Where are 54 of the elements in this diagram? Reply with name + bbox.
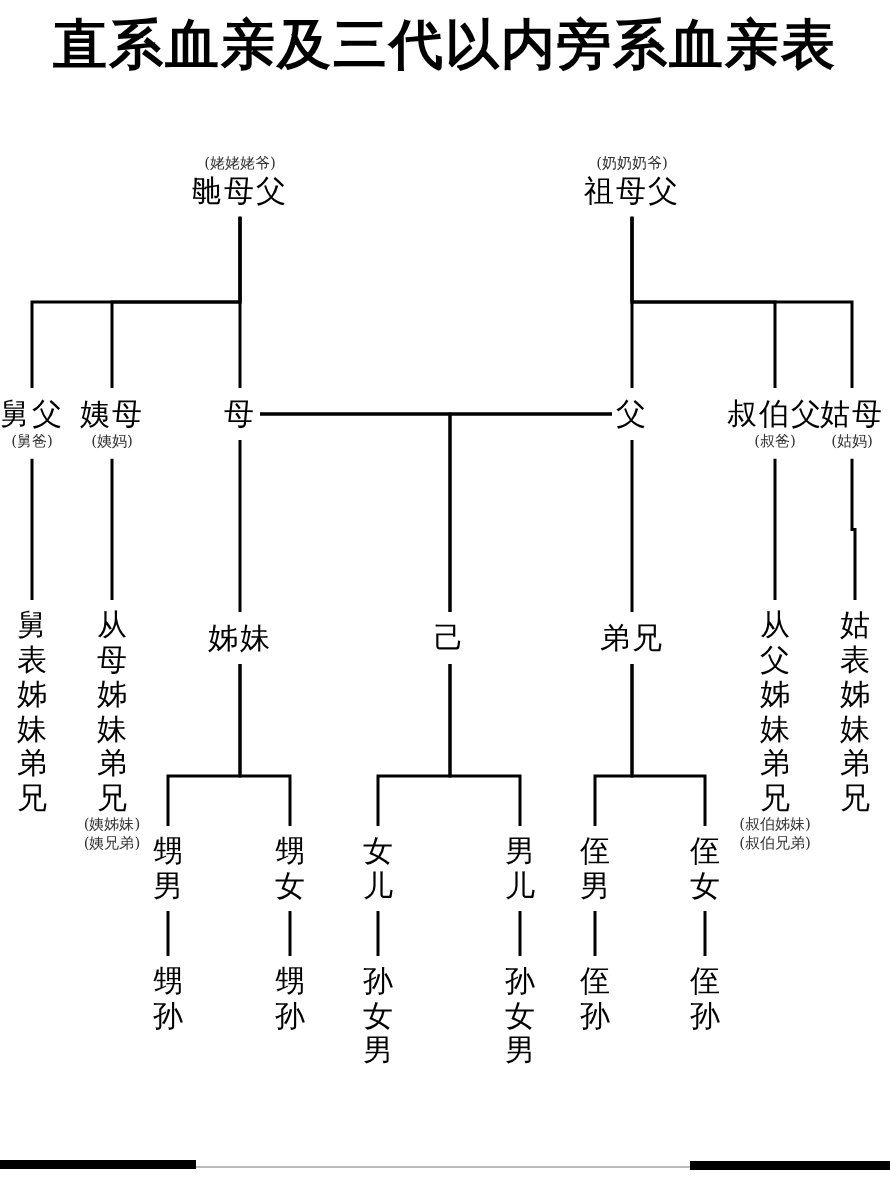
connector-line: [376, 911, 380, 956]
connector-line: [166, 911, 170, 956]
connector-line: [110, 458, 114, 600]
relation-label: 弟兄: [600, 620, 664, 656]
relation-label: 母: [224, 396, 256, 432]
relation-label: 祖母父: [584, 172, 680, 209]
connector-line: [703, 911, 707, 956]
relation-label: 从父姊妹弟兄: [760, 608, 790, 815]
relation-note: (姨兄弟): [83, 833, 141, 853]
relation-note: (舅爸): [11, 432, 53, 451]
relation-note: (叔伯兄弟): [739, 833, 811, 853]
connector-line: [448, 412, 612, 612]
relation-label: 侄孙: [580, 964, 610, 1033]
relation-label: 侄女: [690, 834, 720, 903]
relation-label: 己: [434, 620, 466, 656]
relation-note: (叔爸): [754, 432, 796, 451]
relation-note: (姥姥姥爷): [204, 154, 276, 173]
relation-label: 毑母父: [192, 172, 288, 209]
relation-label: 男儿: [505, 834, 535, 903]
relation-label: 孙女男: [363, 964, 393, 1068]
relation-label: 甥女: [275, 834, 305, 903]
relation-note: (姨姊妹): [83, 815, 141, 834]
relation-label: 女儿: [363, 834, 393, 903]
connector-line: [288, 911, 292, 956]
relation-label: 从母姊妹弟兄: [97, 608, 127, 815]
relation-note: (姑妈): [831, 432, 873, 451]
connector-line: [238, 440, 242, 612]
connector-line: [448, 664, 522, 826]
relation-label: 侄男: [580, 834, 610, 903]
relation-label: 孙女男: [505, 964, 535, 1068]
relation-label: 侄孙: [690, 964, 720, 1033]
connector-line: [238, 664, 292, 826]
connector-line: [593, 911, 597, 956]
relation-label: 姨母: [80, 396, 144, 432]
connector-line: [630, 216, 854, 388]
relation-label: 舅表姊妹弟兄: [17, 608, 47, 815]
relation-label: 甥孙: [275, 964, 305, 1033]
connector-line: [850, 458, 857, 600]
relation-note: (叔伯姊妹): [739, 815, 811, 834]
relation-note: (奶奶奶爷): [596, 154, 668, 173]
relation-label: 父: [616, 396, 648, 432]
relation-note: (姨妈): [91, 432, 133, 451]
relation-label: 姑表姊妹弟兄: [840, 608, 870, 815]
connector-line: [30, 458, 34, 600]
connector-line: [630, 440, 634, 612]
connector-line: [773, 458, 777, 600]
connector-line: [238, 216, 242, 388]
title: 直系血亲及三代以内旁系血亲表: [52, 12, 838, 77]
relation-label: 姊妹: [208, 620, 272, 656]
relation-label: 舅父: [0, 396, 64, 432]
connector-line: [518, 911, 522, 956]
connector-line: [630, 664, 707, 826]
relation-label: 甥孙: [153, 964, 183, 1033]
relation-label: 甥男: [153, 834, 183, 903]
